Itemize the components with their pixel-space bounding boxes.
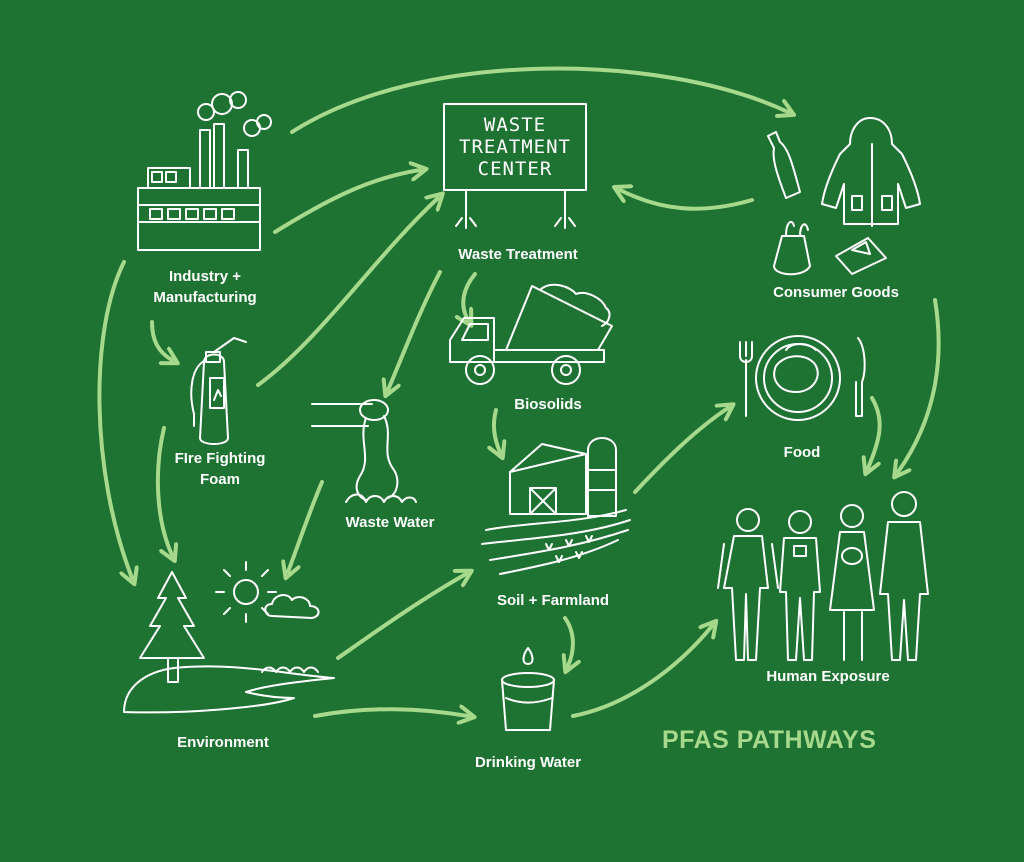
environment-icons [123, 561, 335, 714]
cloud-icon [264, 594, 320, 619]
label-waste-treatment: Waste Treatment [458, 246, 578, 263]
arrow-soil-to-food [633, 408, 728, 494]
arrow-consumer-to-human [898, 298, 941, 472]
label-soil-farmland: Soil + Farmland [496, 592, 610, 609]
person-2 [779, 510, 821, 661]
arrow-industry-to-foam [150, 320, 172, 360]
label-environment: Environment [177, 734, 269, 751]
arrow-industry-to-consumer [290, 66, 788, 134]
arrow-wastetreatment-to-wastewater [388, 270, 442, 390]
arrow-soil-to-drinkingwater [565, 616, 573, 666]
plate-food-icon [739, 335, 866, 421]
people-icon [717, 491, 929, 661]
arrow-foam-to-environment [155, 426, 172, 555]
pizza-box-icon [835, 237, 887, 275]
arrow-industry-to-wastetreatment [273, 170, 420, 234]
barn-silo-icon [481, 437, 631, 575]
arrow-wastetreatment-to-biosolids [463, 272, 477, 320]
label-consumer-goods: Consumer Goods [773, 284, 899, 301]
label-industry: Industry +Manufacturing [153, 268, 257, 306]
label-waste-water: Waste Water [345, 514, 435, 531]
flow-arrows [97, 66, 941, 718]
label-biosolids: Biosolids [514, 396, 582, 413]
arrow-environment-to-drinkingwater [313, 709, 468, 716]
diagram-title: PFAS PATHWAYS [662, 726, 877, 754]
arrow-drinkingwater-to-human [571, 626, 712, 718]
label-food: Food [783, 444, 821, 461]
waste-treatment-sign-icon [443, 103, 587, 229]
bottle-icon [767, 131, 801, 199]
person-3 [829, 504, 875, 661]
person-1 [717, 508, 779, 661]
label-drinking-water: Drinking Water [474, 754, 582, 771]
consumer-goods-icons [767, 117, 921, 276]
arrow-biosolids-to-soil [494, 408, 500, 452]
raincoat-icon [821, 117, 921, 227]
factory-icon [137, 91, 272, 251]
fire-extinguisher-icon [190, 337, 247, 445]
dump-truck-icon [449, 283, 613, 385]
arrow-industry-to-environment [97, 260, 132, 578]
arrow-environment-to-soil [336, 574, 466, 660]
arrow-wastewater-to-environment [288, 480, 324, 572]
tree-icon [139, 571, 205, 683]
arrow-consumer-to-wastetreatment [620, 190, 754, 211]
pipe-outflow-icon [311, 399, 417, 503]
label-human-exposure: Human Exposure [766, 668, 890, 685]
person-4 [879, 491, 929, 661]
bag-icon [773, 220, 811, 276]
water-glass-icon [501, 647, 555, 731]
arrow-food-to-human [868, 396, 882, 468]
arrow-foam-to-wastetreatment [256, 198, 438, 387]
